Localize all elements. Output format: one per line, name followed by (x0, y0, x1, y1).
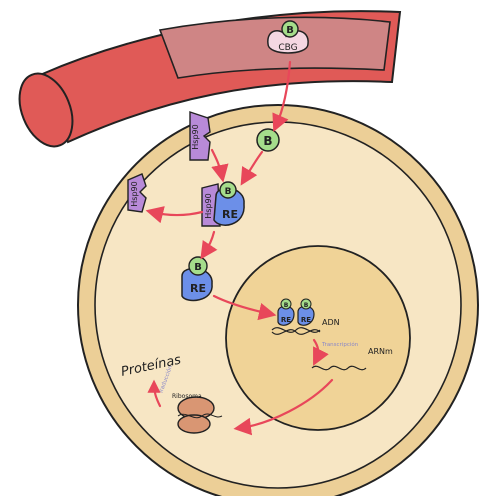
ribosome-label: Ribosoma (172, 393, 202, 400)
activated-receptor: RE B (181, 256, 213, 302)
receptor-label: RE (190, 282, 206, 295)
hormone-label: B (225, 187, 232, 197)
hormone-label: B (284, 302, 289, 309)
hsp-label: Hsp90 (204, 193, 213, 218)
arrow-ribosome-to-proteins (147, 379, 162, 408)
hsp-label: Hsp90 (191, 124, 200, 149)
hsp90-free-top: Hsp90 (189, 111, 211, 161)
hsp90-released: Hsp90 (127, 173, 147, 213)
arrow-complex-to-receptor (200, 230, 218, 260)
receptor-hsp-complex: Hsp90 RE B (201, 181, 245, 227)
arrow-receptor-to-dna (212, 294, 277, 321)
hormone-icon (188, 256, 208, 276)
hsp-icon (127, 173, 147, 213)
hormone-label: B (304, 302, 309, 309)
cbg-label: CBG (278, 43, 297, 53)
mrna-strand-icon (311, 365, 367, 371)
hormone-icon (280, 298, 292, 310)
arrow-dna-to-mrna (312, 338, 329, 366)
arrow-mrna-to-ribosome (233, 378, 334, 436)
hormone-icon (281, 20, 299, 38)
hormone-label: B (263, 134, 272, 148)
hsp-icon (189, 111, 211, 161)
arrow-cbg-to-hormone (272, 60, 292, 133)
arrow-hormone-to-complex (240, 150, 264, 186)
nucleus (225, 245, 411, 431)
hormone-icon (300, 298, 312, 310)
blood-vessel (18, 10, 402, 148)
hsp-label: Hsp90 (130, 181, 139, 206)
dna-label: ADN (322, 318, 340, 327)
pathway-arrows (145, 60, 334, 436)
ribosome-icon (177, 396, 223, 434)
receptor-label: RE (222, 208, 238, 221)
arrow-complex-to-hsp (145, 206, 204, 224)
dna-helix-icon (271, 327, 321, 335)
hormone-icon (256, 128, 280, 152)
cbg-icon (267, 30, 309, 54)
cbg-complex: CBG B (267, 20, 309, 54)
mrna-label: ARNm (368, 347, 393, 356)
free-hormone: B (256, 128, 280, 152)
hormone-label: B (194, 262, 202, 273)
hormone-label: B (286, 25, 294, 36)
transcription-label: Transcripción (321, 341, 359, 348)
receptor-label: RE (281, 316, 291, 324)
receptor-label: RE (301, 316, 311, 324)
vessel-opening (18, 72, 74, 148)
arrow-hsp-to-complex (210, 148, 229, 183)
receptor-dimer-on-dna: RE B RE B (277, 298, 315, 326)
